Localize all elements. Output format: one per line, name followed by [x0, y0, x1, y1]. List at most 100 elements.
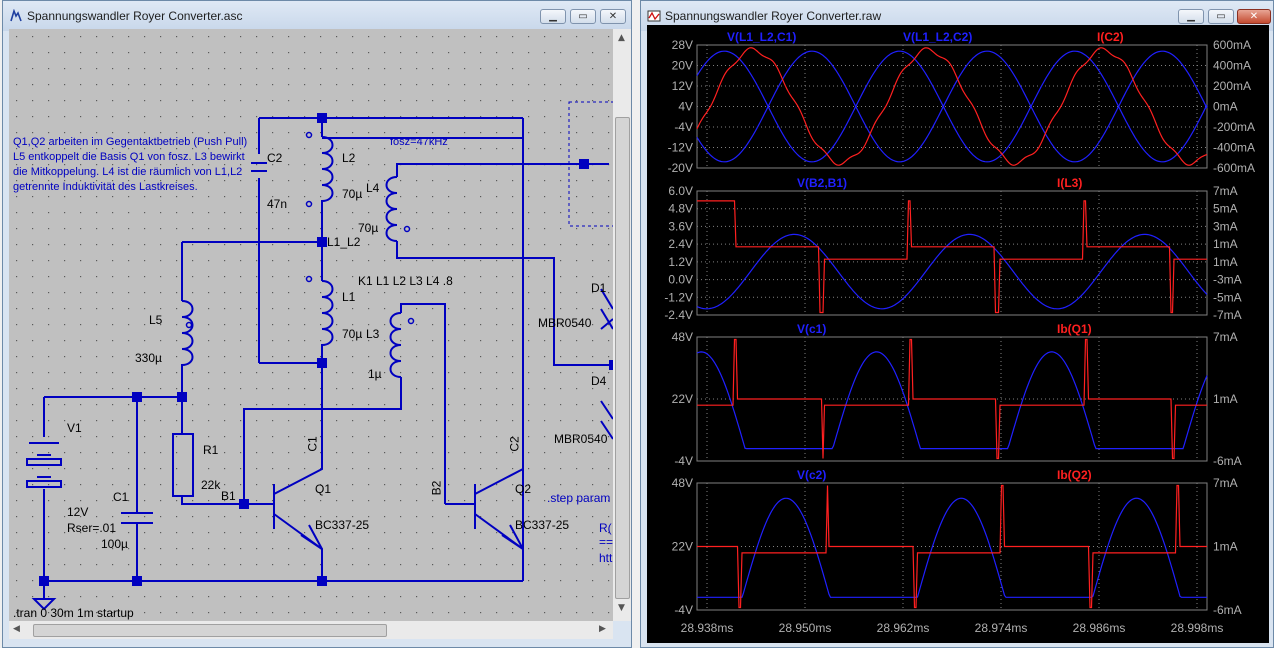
close-button[interactable]: ✕ — [600, 9, 626, 24]
trace-i-c2 — [696, 47, 1208, 166]
y2-tick-label: 1mA — [1213, 540, 1238, 554]
fosz-directive: fosz=47kHz — [390, 136, 448, 148]
step-directive: .step param — [547, 491, 611, 505]
l2-label: L2 — [342, 151, 356, 165]
y-tick-label: 6.0V — [668, 184, 693, 198]
waveform-doc-icon — [647, 10, 661, 22]
net-label-b1: B1 — [221, 489, 236, 503]
scroll-left-arrow[interactable]: ◀ — [13, 624, 20, 634]
y2-tick-label: 400mA — [1213, 59, 1251, 73]
d1-label: D1 — [591, 281, 607, 295]
y-tick-label: 2.4V — [668, 237, 693, 251]
y-tick-label: 1.2V — [668, 255, 693, 269]
trace-name-label: V(c1) — [797, 322, 826, 336]
q2-value: BC337-25 — [515, 518, 570, 532]
y2-tick-label: -7mA — [1213, 308, 1242, 322]
trace-ib-q2 — [697, 484, 1207, 609]
y-tick-label: -4V — [674, 120, 693, 134]
y2-tick-label: 0mA — [1213, 100, 1238, 114]
close-button[interactable]: ✕ — [1237, 9, 1271, 24]
q2-label: Q2 — [515, 482, 532, 496]
minimize-button[interactable]: ▁ — [540, 9, 566, 24]
y2-tick-label: -5mA — [1213, 290, 1242, 304]
y2-tick-label: 3mA — [1213, 219, 1238, 233]
y-tick-label: 20V — [672, 59, 693, 73]
maximize-button[interactable]: ▭ — [570, 9, 596, 24]
pane-frame — [696, 190, 1208, 316]
y2-tick-label: 1mA — [1213, 255, 1238, 269]
comment-line: getrennte Induktivität des Lastkreises. — [13, 181, 198, 193]
d4-label: D4 — [591, 374, 607, 388]
schematic-canvas[interactable]: Q1,Q2 arbeiten im Gegentaktbetrieb (Push… — [9, 29, 613, 621]
v1-label: V1 — [67, 421, 82, 435]
trace-v-c1 — [696, 351, 1208, 450]
trace-ib-q1 — [697, 338, 1207, 460]
coupling-directive: K1 L1 L2 L3 L4 .8 — [358, 274, 453, 288]
partial-text: == — [599, 535, 614, 549]
y2-tick-label: -600mA — [1213, 161, 1255, 175]
y2-tick-label: 7mA — [1213, 330, 1238, 344]
net-label-c2: C2 — [507, 436, 522, 452]
v1-value: 12V — [67, 505, 89, 519]
net-label-c1: C1 — [305, 436, 320, 452]
trace-name-label: I(C2) — [1097, 30, 1124, 44]
d1-value: MBR0540 — [538, 316, 592, 330]
y-tick-label: 28V — [672, 38, 693, 52]
y2-tick-label: -200mA — [1213, 120, 1255, 134]
d4-value: MBR0540 — [554, 432, 608, 446]
c1-value: 100µ — [101, 537, 128, 551]
y-tick-label: 4V — [678, 100, 693, 114]
scroll-thumb[interactable] — [615, 117, 630, 599]
v1-rser: Rser=.01 — [67, 521, 117, 535]
trace-name-label: Ib(Q1) — [1057, 322, 1092, 336]
trace-name-label: V(L1_L2,C2) — [903, 30, 972, 44]
y-tick-label: -2.4V — [664, 308, 693, 322]
y2-tick-label: 1mA — [1213, 237, 1238, 251]
partial-text: R( — [599, 521, 612, 535]
y2-tick-label: 600mA — [1213, 38, 1251, 52]
x-tick-label: 28.962ms — [877, 621, 930, 635]
y2-tick-label: -400mA — [1213, 141, 1255, 155]
c1-label: C1 — [113, 490, 129, 504]
trace-v-c2 — [697, 497, 1207, 598]
tran-directive: .tran 0 30m 1m startup — [13, 606, 134, 620]
l5-label: L5 — [149, 313, 163, 327]
y-tick-label: -4V — [674, 454, 693, 468]
trace-v-l1l2-c1 — [696, 50, 1208, 163]
y-tick-label: 0.0V — [668, 273, 693, 287]
x-tick-label: 28.974ms — [975, 621, 1028, 635]
x-tick-label: 28.986ms — [1073, 621, 1126, 635]
y-tick-label: -20V — [668, 161, 693, 175]
q1-value: BC337-25 — [315, 518, 370, 532]
y-tick-label: 4.8V — [668, 202, 693, 216]
y-tick-label: -4V — [674, 603, 693, 617]
y-tick-label: 12V — [672, 79, 693, 93]
trace-name-label: I(L3) — [1057, 176, 1082, 190]
y-tick-label: -12V — [668, 141, 693, 155]
maximize-button[interactable]: ▭ — [1208, 9, 1234, 24]
vertical-scrollbar[interactable]: ▲ ▼ — [613, 29, 631, 621]
r1-label: R1 — [203, 443, 219, 457]
scroll-up-arrow[interactable]: ▲ — [618, 33, 625, 43]
q1-label: Q1 — [315, 482, 332, 496]
comment-line: L5 entkoppelt die Basis Q1 von fosz. L3 … — [13, 151, 245, 163]
l2-value: 70µ — [342, 187, 363, 201]
scroll-thumb[interactable] — [33, 624, 387, 637]
minimize-button[interactable]: ▁ — [1178, 9, 1204, 24]
trace-v-b2-b1 — [696, 233, 1208, 310]
l3-label: L3 — [366, 327, 380, 341]
schematic-titlebar[interactable]: Spannungswandler Royer Converter.asc ▁ ▭… — [3, 1, 631, 31]
y2-tick-label: 5mA — [1213, 202, 1238, 216]
comment-line: die Mitkoppelung. L4 ist die räumlich vo… — [13, 166, 243, 178]
net-label-b2: B2 — [429, 480, 444, 496]
horizontal-scrollbar[interactable]: ◀ ▶ — [9, 621, 613, 639]
l4-value: 70µ — [358, 221, 379, 235]
scroll-down-arrow[interactable]: ▼ — [618, 603, 625, 613]
x-tick-label: 28.950ms — [779, 621, 832, 635]
schematic-doc-icon — [10, 9, 22, 22]
y2-tick-label: 1mA — [1213, 392, 1238, 406]
y-tick-label: 22V — [672, 540, 693, 554]
l5-value: 330µ — [135, 351, 162, 365]
scroll-right-arrow[interactable]: ▶ — [599, 624, 606, 634]
